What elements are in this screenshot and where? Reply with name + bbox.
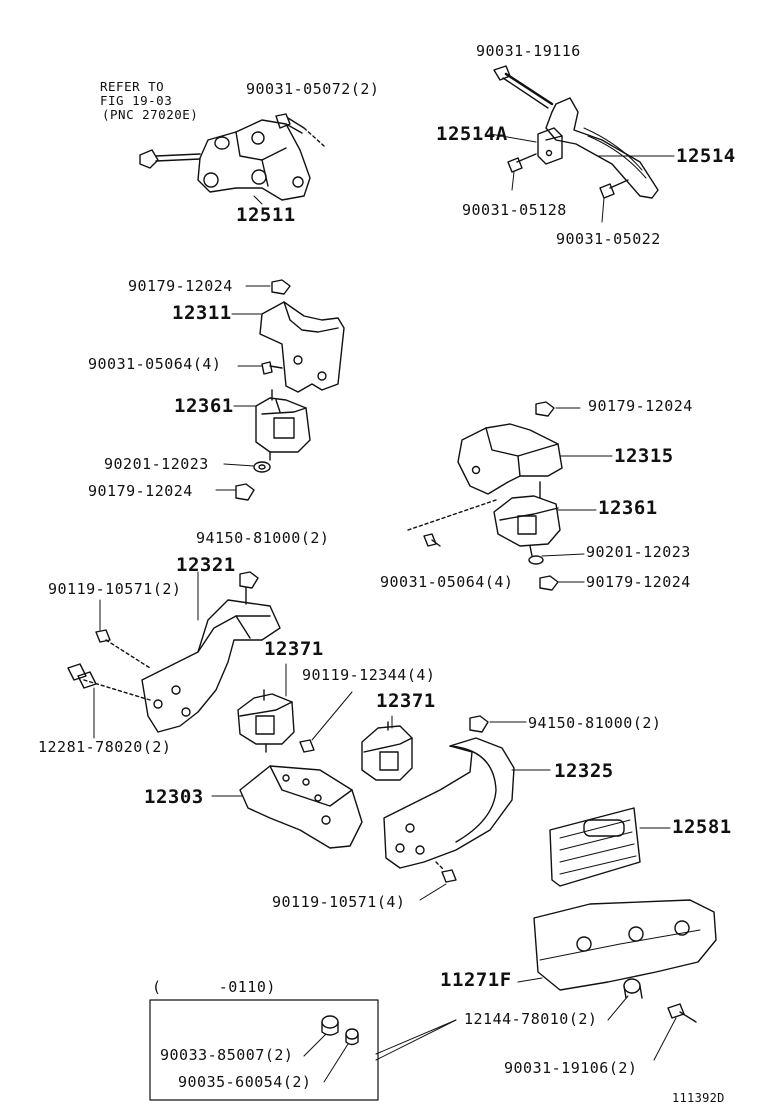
label-90119-10571-a[interactable]: 90119-10571(2) — [48, 580, 182, 598]
stud-90031-05064-b — [407, 499, 497, 547]
bolt-refer-fig-19-03 — [139, 149, 201, 169]
bolt-90031-05128 — [507, 153, 537, 173]
label-90179-12024-d[interactable]: 90179-12024 — [586, 573, 691, 591]
label-11271F[interactable]: 11271F — [440, 969, 512, 991]
label-12511[interactable]: 12511 — [236, 204, 296, 226]
label-12514[interactable]: 12514 — [676, 145, 736, 167]
label-90201-12023-b[interactable]: 90201-12023 — [586, 543, 691, 561]
bolt-90031-05022 — [599, 179, 629, 199]
nut-90179-12024-c — [535, 401, 555, 417]
label-12361-a[interactable]: 12361 — [174, 395, 234, 417]
bracket-12514A — [537, 127, 563, 165]
label-90031-19116[interactable]: 90031-19116 — [476, 42, 581, 60]
bolt-12281-78020 — [67, 663, 97, 689]
insulator-12361-a — [255, 389, 311, 461]
label-90179-12024-c[interactable]: 90179-12024 — [588, 397, 693, 415]
label-90119-12344[interactable]: 90119-12344(4) — [302, 666, 436, 684]
label-90031-19106[interactable]: 90031-19106(2) — [504, 1059, 638, 1077]
label-12371-b[interactable]: 12371 — [376, 690, 436, 712]
washer-90201-12023-b — [528, 555, 544, 565]
stud-90031-05064-a — [261, 361, 283, 375]
bolt-90119-12344 — [299, 739, 315, 753]
insulator-12361-b — [493, 481, 561, 557]
date-range-label: ( -0110) — [152, 978, 276, 996]
refer-note-line2: FIG 19-03 — [100, 93, 173, 108]
label-12315[interactable]: 12315 — [614, 445, 674, 467]
label-12514A[interactable]: 12514A — [436, 123, 508, 145]
bracket-12311 — [259, 301, 345, 393]
label-12361-b[interactable]: 12361 — [598, 497, 658, 519]
insulator-12371-b — [361, 721, 413, 781]
bracket-12321 — [83, 599, 281, 733]
label-90201-12023-a[interactable]: 90201-12023 — [104, 455, 209, 473]
bushing-12144-78010 — [623, 978, 643, 999]
label-90035-60054[interactable]: 90035-60054(2) — [178, 1073, 312, 1091]
label-12581[interactable]: 12581 — [672, 816, 732, 838]
label-12321[interactable]: 12321 — [176, 554, 236, 576]
label-12281-78020[interactable]: 12281-78020(2) — [38, 738, 172, 756]
bolt-90031-05072 — [275, 113, 325, 147]
label-94150-81000-a[interactable]: 94150-81000(2) — [196, 529, 330, 547]
bolt-90031-19106 — [667, 1003, 697, 1023]
washer-90201-12023-a — [253, 461, 271, 473]
nut-90179-12024-d — [539, 575, 559, 591]
label-90119-10571-b[interactable]: 90119-10571(4) — [272, 893, 406, 911]
label-12371-a[interactable]: 12371 — [264, 638, 324, 660]
nut-90179-12024-b — [235, 483, 255, 501]
insulator-12371-a — [237, 689, 295, 753]
bolt-90119-10571-a — [95, 629, 111, 643]
nut-94150-81000-a — [239, 571, 259, 605]
label-90031-05128[interactable]: 90031-05128 — [462, 201, 567, 219]
bolt-90119-10571-b — [435, 861, 457, 883]
label-12144-78010[interactable]: 12144-78010(2) — [464, 1010, 598, 1028]
inset-box — [149, 999, 379, 1101]
leader-lines — [93, 133, 677, 1083]
collar-90033-85007 — [321, 1015, 339, 1036]
collar-90035-60054 — [345, 1028, 359, 1046]
refer-note-line1: REFER TO — [100, 79, 165, 94]
bracket-12514 — [545, 97, 659, 199]
cover-12581 — [549, 807, 641, 887]
label-94150-81000-b[interactable]: 94150-81000(2) — [528, 714, 662, 732]
label-90031-05064-a[interactable]: 90031-05064(4) — [88, 355, 222, 373]
label-90179-12024-b[interactable]: 90179-12024 — [88, 482, 193, 500]
nut-94150-81000-b — [469, 715, 489, 733]
nut-90179-12024-a — [271, 279, 291, 295]
cover-11271F — [533, 899, 717, 991]
refer-note-line3[interactable]: (PNC 27020E) — [102, 107, 199, 122]
label-90031-05072[interactable]: 90031-05072(2) — [246, 80, 380, 98]
label-90033-85007[interactable]: 90033-85007(2) — [160, 1046, 294, 1064]
label-12303[interactable]: 12303 — [144, 786, 204, 808]
bracket-12511 — [197, 119, 311, 201]
bracket-12325 — [383, 737, 515, 869]
label-90031-05022[interactable]: 90031-05022 — [556, 230, 661, 248]
label-90179-12024-a[interactable]: 90179-12024 — [128, 277, 233, 295]
bracket-12315 — [457, 423, 563, 495]
bracket-12303 — [239, 765, 363, 849]
long-bolt-90031-19116 — [493, 65, 554, 109]
label-90031-05064-b[interactable]: 90031-05064(4) — [380, 573, 514, 591]
label-12325[interactable]: 12325 — [554, 760, 614, 782]
label-12311[interactable]: 12311 — [172, 302, 232, 324]
diagram-code: 111392D — [672, 1091, 725, 1105]
